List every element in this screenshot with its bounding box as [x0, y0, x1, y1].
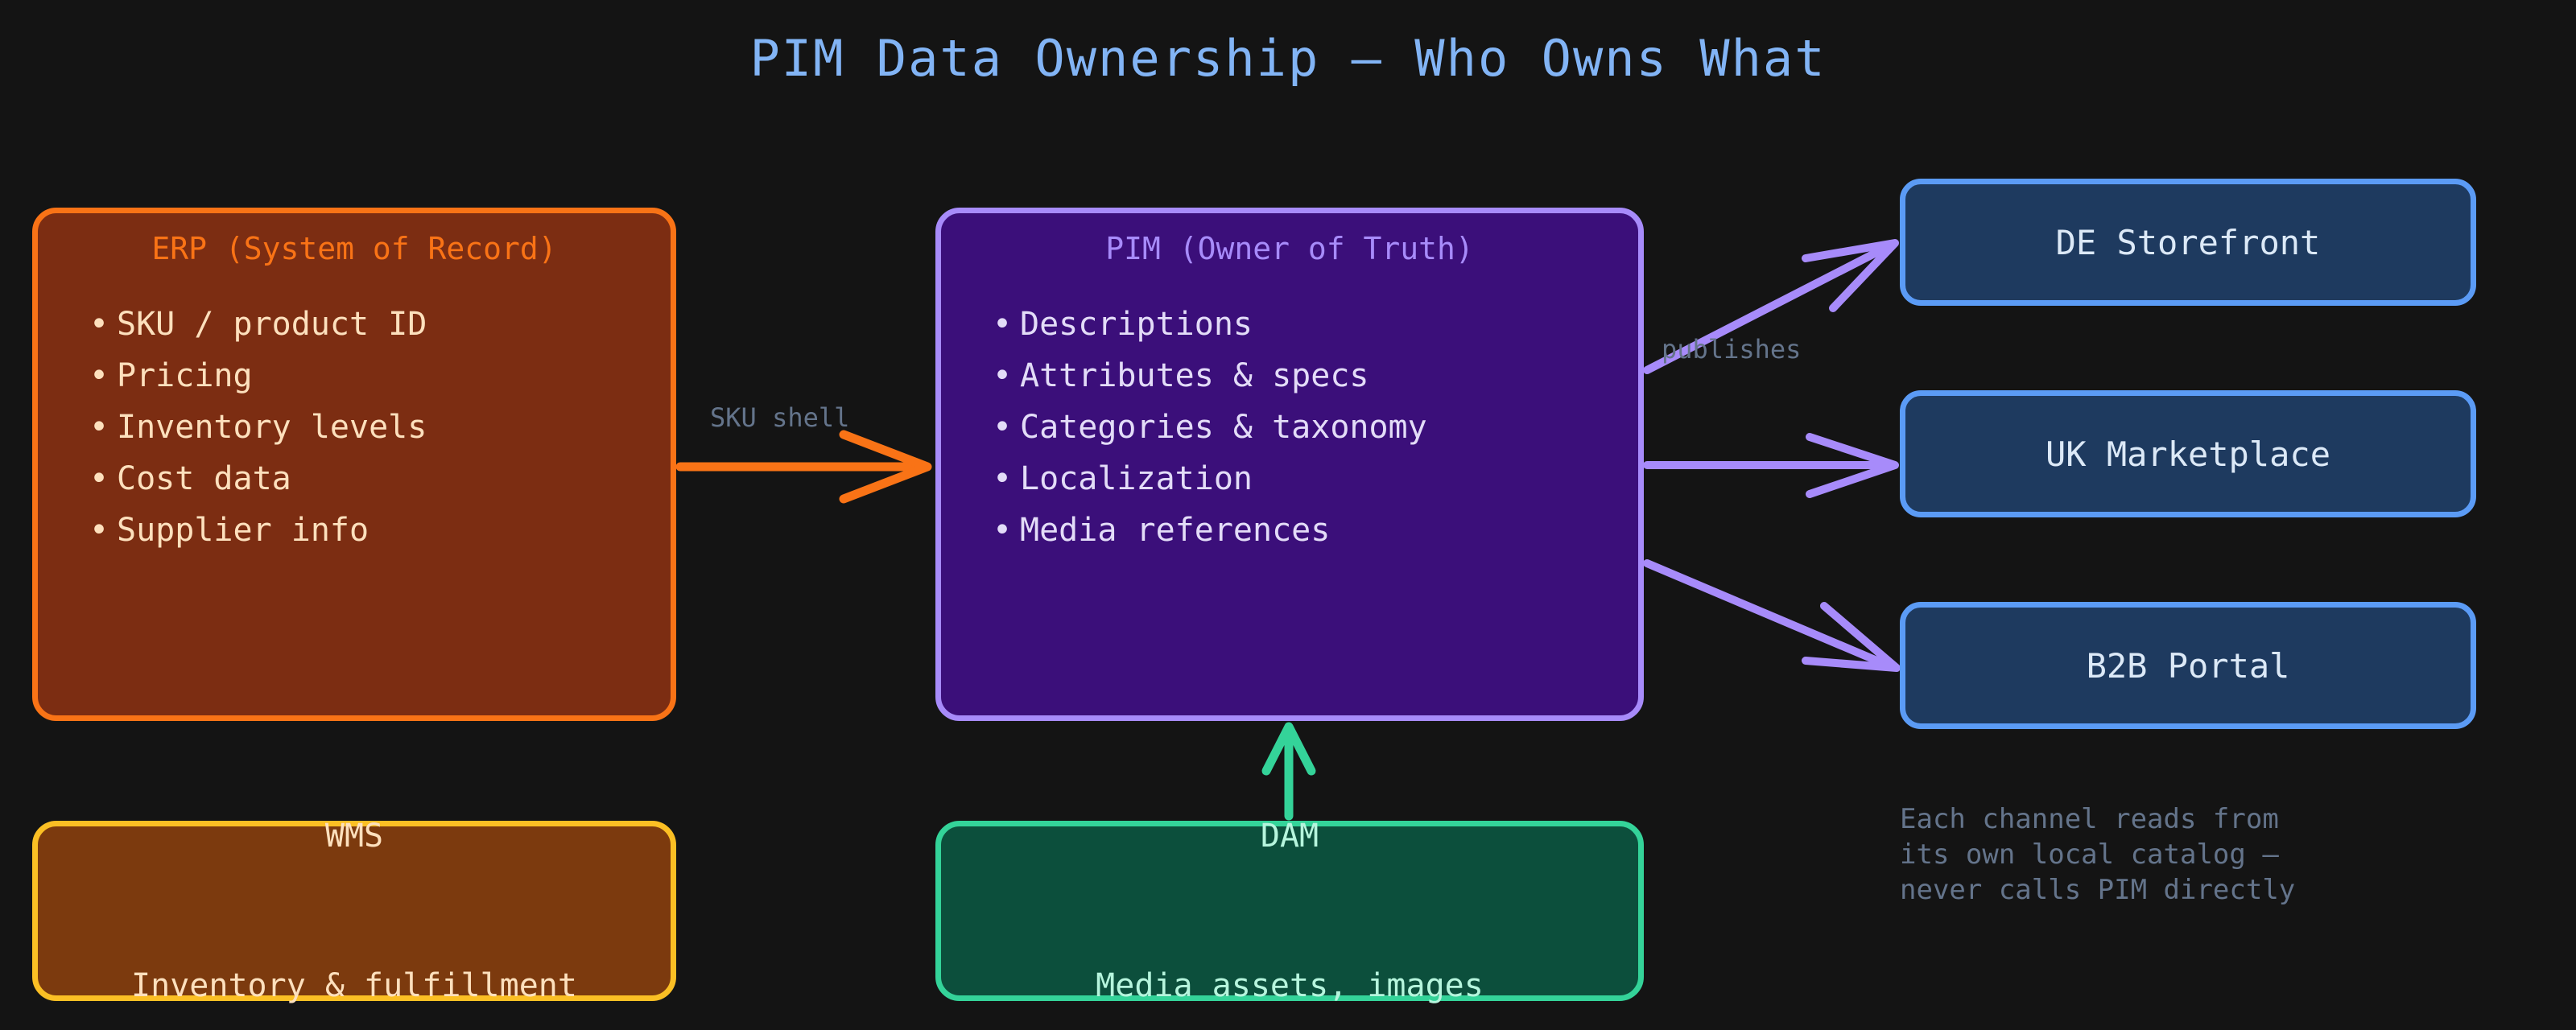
edge-erp-to-pim: [675, 430, 932, 504]
list-item: Cost data: [80, 453, 671, 505]
node-wms[interactable]: WMS Inventory & fulfillment: [32, 818, 676, 1004]
list-item: Descriptions: [983, 299, 1638, 350]
node-channel-uk-marketplace[interactable]: UK Marketplace: [1900, 390, 2476, 517]
list-item: Supplier info: [80, 505, 671, 556]
list-item: SKU / product ID: [80, 299, 671, 350]
edge-pim-to-uk-marketplace: [1643, 433, 1899, 498]
node-channel-b2b-portal[interactable]: B2B Portal: [1900, 602, 2476, 729]
node-erp[interactable]: ERP (System of Record) SKU / product ID …: [32, 208, 676, 721]
list-item: Attributes & specs: [983, 350, 1638, 402]
node-wms-line2: Inventory & fulfillment: [131, 967, 577, 1004]
node-pim-title: PIM (Owner of Truth): [1105, 231, 1474, 266]
list-item: Localization: [983, 453, 1638, 505]
node-erp-bullet-list: SKU / product ID Pricing Inventory level…: [80, 299, 671, 556]
page-title: PIM Data Ownership — Who Owns What: [749, 29, 1827, 88]
node-erp-title: ERP (System of Record): [151, 231, 557, 266]
list-item: Categories & taxonomy: [983, 402, 1638, 453]
edge-pim-to-b2b-portal: [1643, 559, 1901, 672]
node-channel-b2b-portal-label: B2B Portal: [2086, 645, 2290, 686]
node-wms-line1: WMS: [324, 818, 384, 855]
node-channel-uk-marketplace-label: UK Marketplace: [2045, 434, 2330, 474]
node-channel-de-storefront-label: DE Storefront: [2055, 222, 2321, 262]
node-wms-label: WMS Inventory & fulfillment: [131, 711, 577, 1030]
node-dam-line2: Media assets, images: [1096, 967, 1484, 1004]
node-dam[interactable]: DAM Media assets, images: [935, 818, 1644, 1004]
node-dam-label: DAM Media assets, images: [1096, 711, 1484, 1030]
edge-label-sku-shell: SKU shell: [710, 402, 850, 433]
catalog-note: Each channel reads from its own local ca…: [1900, 803, 2296, 906]
list-item: Pricing: [80, 350, 671, 402]
list-item: Inventory levels: [80, 402, 671, 453]
node-dam-line1: DAM: [1260, 818, 1319, 855]
node-pim[interactable]: PIM (Owner of Truth) Descriptions Attrib…: [935, 208, 1644, 721]
edge-label-publishes: publishes: [1662, 334, 1802, 365]
list-item: Media references: [983, 505, 1638, 556]
node-pim-bullet-list: Descriptions Attributes & specs Categori…: [983, 299, 1638, 556]
node-channel-de-storefront[interactable]: DE Storefront: [1900, 179, 2476, 306]
